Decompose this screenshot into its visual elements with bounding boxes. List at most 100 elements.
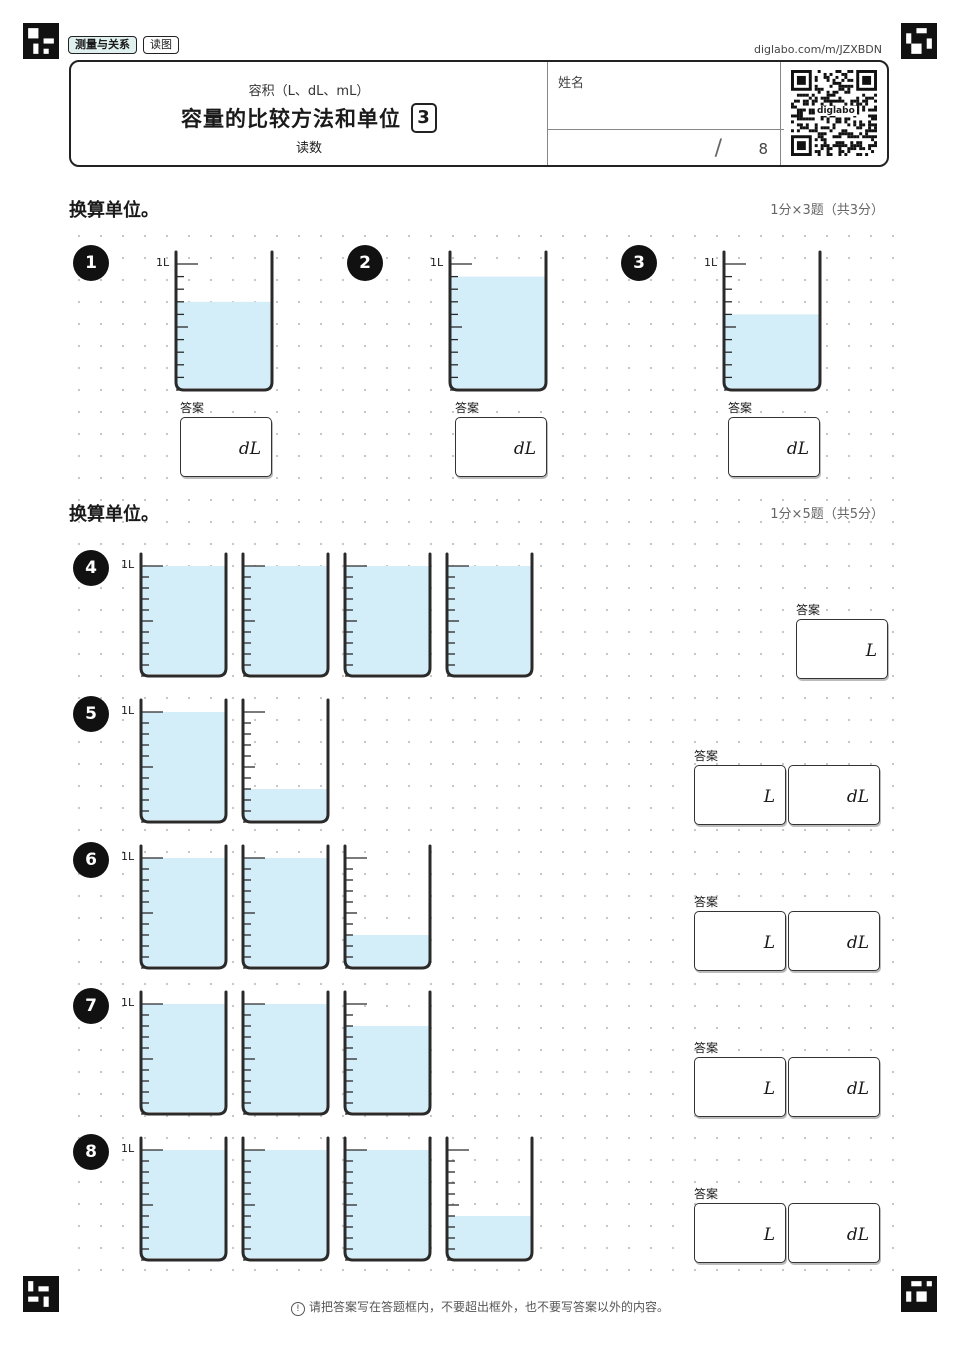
answer-box-q7-dL[interactable]: dL [788,1057,880,1117]
beaker-outline [174,250,274,392]
qr-code[interactable]: diglabo [780,62,887,165]
answer-box-q8-L[interactable]: L [694,1203,786,1263]
answer-box-q3-dL[interactable]: dL [728,417,820,477]
score-slash: / [714,136,722,161]
water-level [142,712,225,820]
beaker-q4-3 [343,552,432,678]
name-field[interactable]: 姓名 / 8 [547,62,784,165]
answer-unit: L [763,1225,775,1245]
corner-marker-top-right [901,23,937,59]
answer-box-q5-dL[interactable]: dL [788,765,880,825]
capacity-label-1L: 1L [430,256,444,269]
answer-box-q4-L[interactable]: L [796,619,888,679]
water-level [346,1026,429,1112]
capacity-label-1L: 1L [156,256,170,269]
beaker-q4-2 [241,552,330,678]
beaker-outline [139,844,228,970]
answer-label: 答案 [694,1187,719,1201]
water-level [142,1004,225,1112]
water-level [142,858,225,966]
answer-box-q7-L[interactable]: L [694,1057,786,1117]
answer-unit: dL [846,1225,869,1245]
beaker-outline [139,552,228,678]
water-level [244,1150,327,1258]
answer-label: 答案 [180,401,205,415]
section-2-points: 1分×5题（共5分） [770,507,884,522]
beaker-q2-1 [448,250,548,392]
answer-label: 答案 [728,401,753,415]
beaker-outline [241,990,330,1116]
capacity-label-1L: 1L [121,996,135,1009]
section-1-title: 换算单位。 [69,200,159,221]
beaker-outline [343,552,432,678]
answer-box-q6-L[interactable]: L [694,911,786,971]
beaker-q4-1 [139,552,228,678]
worksheet-url[interactable]: diglabo.com/m/JZXBDN [753,43,882,56]
answer-box-q5-L[interactable]: L [694,765,786,825]
water-level [142,1150,225,1258]
beaker-q6-1 [139,844,228,970]
answer-unit: L [865,641,877,661]
beaker-q8-2 [241,1136,330,1262]
answer-label: 答案 [694,1041,719,1055]
score-total: 8 [758,140,768,158]
corner-marker-bottom-left [23,1276,59,1312]
water-level [346,566,429,674]
question-number-2: 2 [347,245,383,281]
answer-unit: L [763,1079,775,1099]
water-level [244,566,327,674]
answer-box-q1-dL[interactable]: dL [180,417,272,477]
corner-marker-top-left [23,23,59,59]
category-tags: 测量与关系 读图 [68,36,179,54]
water-level [451,276,545,388]
answer-unit: L [763,933,775,953]
page-title: 容量的比较方法和单位 3 [71,103,547,133]
water-level [244,789,327,820]
answer-label: 答案 [455,401,480,415]
beaker-outline [445,1136,534,1262]
beaker-q8-4 [445,1136,534,1262]
footer-note: !请把答案写在答题框内，不要超出框外，也不要写答案以外的内容。 [0,1298,960,1316]
footer-text: 请把答案写在答题框内，不要超出框外，也不要写答案以外的内容。 [308,1300,669,1314]
beaker-q6-2 [241,844,330,970]
beaker-outline [139,1136,228,1262]
water-level [448,1216,531,1258]
beaker-q8-3 [343,1136,432,1262]
beaker-q1-1 [174,250,274,392]
beaker-outline [241,698,330,824]
beaker-q3-1 [722,250,822,392]
beaker-outline [445,552,534,678]
answer-unit: dL [846,933,869,953]
subtitle: 容积（L、dL、mL） [248,84,370,99]
answer-unit: dL [846,1079,869,1099]
beaker-outline [241,552,330,678]
tag-read-chart: 读图 [143,36,179,54]
section-1-points: 1分×3题（共3分） [770,203,884,218]
answer-box-q8-dL[interactable]: dL [788,1203,880,1263]
worksheet-header: 容积（L、dL、mL） 容量的比较方法和单位 3 读数 姓名 / 8 digla… [69,60,889,167]
beaker-outline [343,844,432,970]
answer-unit: L [763,787,775,807]
question-number-4: 4 [73,550,109,586]
water-level [346,935,429,966]
beaker-outline [139,698,228,824]
water-level [725,314,819,388]
water-level [244,858,327,966]
name-divider [548,129,784,130]
beaker-outline [241,1136,330,1262]
answer-unit: dL [846,787,869,807]
question-number-7: 7 [73,988,109,1024]
beaker-q7-2 [241,990,330,1116]
question-number-6: 6 [73,842,109,878]
beaker-q8-1 [139,1136,228,1262]
capacity-label-1L: 1L [121,704,135,717]
title-text: 容量的比较方法和单位 [181,107,401,131]
answer-unit: dL [238,439,261,459]
beaker-outline [343,990,432,1116]
answer-box-q6-dL[interactable]: dL [788,911,880,971]
capacity-label-1L: 1L [121,558,135,571]
beaker-outline [343,1136,432,1262]
capacity-label-1L: 1L [121,1142,135,1155]
question-number-8: 8 [73,1134,109,1170]
answer-box-q2-dL[interactable]: dL [455,417,547,477]
